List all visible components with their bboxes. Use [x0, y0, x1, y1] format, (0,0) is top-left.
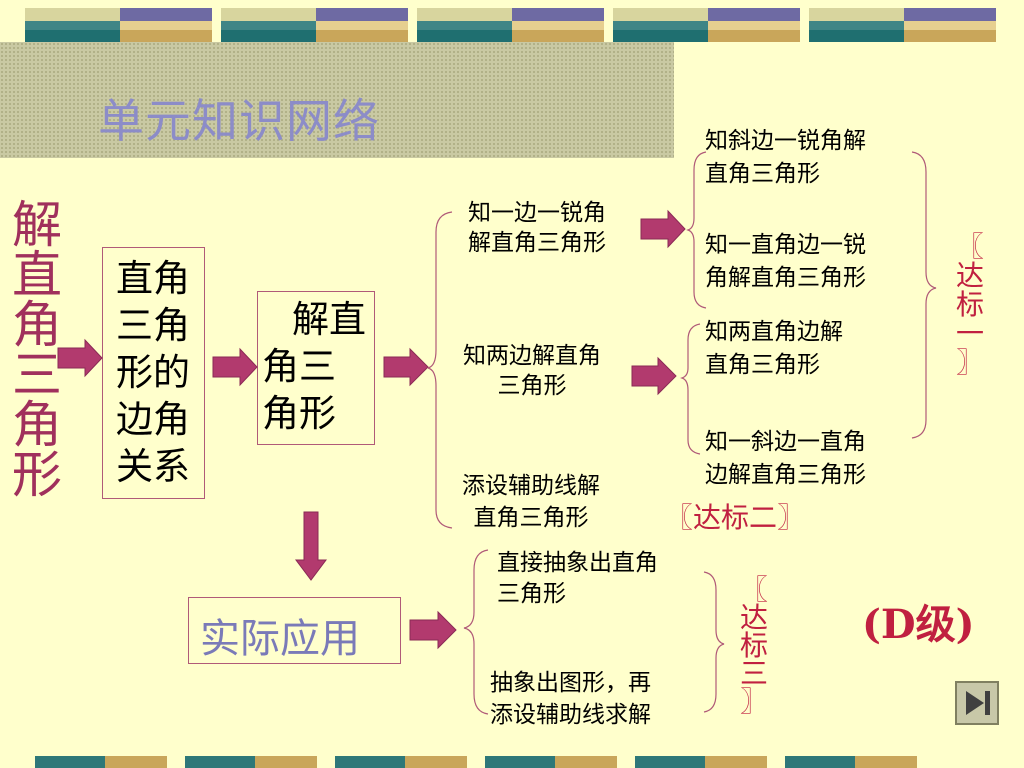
right-arrow-icon	[631, 356, 677, 396]
brace-right-icon	[703, 571, 725, 713]
solve-triangle-box	[257, 291, 375, 445]
app-direct-abstract: 直接抽象出直角 三角形	[497, 550, 658, 607]
box-line: 直角	[116, 257, 190, 300]
vertical-char: 形	[12, 446, 62, 504]
decor-strip	[785, 756, 917, 768]
vertical-char: 解	[12, 196, 62, 254]
solve-triangle-text: 解直 角三 角形	[262, 296, 372, 437]
title-banner	[0, 42, 674, 158]
edge-angle-relation-text: 直角 三角 形的 边角 关系	[106, 255, 200, 490]
edge-angle-relation-box	[102, 247, 205, 499]
app-abstract-aux: 抽象出图形，再 添设辅助线求解	[490, 670, 651, 728]
method-aux-line: 添设辅助线解 直角三角形	[462, 473, 600, 531]
box-line: 角形	[262, 392, 336, 435]
decor-tile	[613, 8, 800, 42]
decor-tile	[809, 8, 996, 42]
decor-tile	[25, 8, 212, 42]
right-arrow-icon	[57, 338, 103, 378]
decor-strip	[485, 756, 617, 768]
case-hypotenuse-acute: 知斜边一锐角解 直角三角形	[705, 128, 866, 187]
vertical-char: 三	[12, 346, 62, 404]
box-line: 形的	[116, 351, 190, 394]
decor-tile	[221, 8, 408, 42]
right-arrow-icon	[409, 610, 457, 650]
box-line: 角三	[262, 345, 336, 388]
page-title: 单元知识网络	[98, 94, 380, 148]
case-leg-acute: 知一直角边一锐 角解直角三角形	[705, 232, 866, 291]
decor-strip	[635, 756, 767, 768]
decor-strip	[335, 756, 467, 768]
box-line: 三角	[116, 304, 190, 347]
decor-strip	[35, 756, 167, 768]
level-two-label: 〖达标二〗	[665, 501, 806, 534]
box-line: 解直	[292, 298, 366, 341]
next-slide-button[interactable]	[955, 681, 999, 725]
case-two-legs: 知两直角边解 直角三角形	[705, 319, 843, 378]
level-three-label: 〖 达 标 三 〗	[739, 573, 768, 718]
decor-tile	[417, 8, 604, 42]
decor-strip	[185, 756, 317, 768]
method-two-sides: 知两边解直角 三角形	[463, 343, 601, 399]
case-hypotenuse-leg: 知一斜边一直角 边解直角三角形	[705, 429, 866, 488]
application-label: 实际应用	[200, 616, 360, 662]
application-box	[188, 597, 401, 664]
play-end-icon	[966, 691, 990, 715]
method-one-side-acute: 知一边一锐角 解直角三角形	[468, 200, 606, 256]
vertical-char: 角	[12, 296, 62, 354]
right-arrow-icon	[640, 209, 686, 249]
brace-right-icon	[911, 151, 937, 439]
grade-label: (D级)	[862, 601, 975, 648]
vertical-char: 角	[12, 396, 62, 454]
brace-left-icon	[463, 549, 489, 715]
vertical-char: 直	[12, 246, 62, 304]
right-arrow-icon	[212, 347, 258, 387]
level-one-label: 〖 达 标 一 〗	[955, 230, 984, 379]
down-arrow-icon	[295, 511, 327, 581]
box-line: 关系	[116, 445, 190, 488]
brace-left-icon	[427, 211, 453, 529]
right-arrow-icon	[383, 347, 429, 387]
topic-vertical-title: 解 直 角 三 角 形	[12, 200, 62, 500]
box-line: 边角	[116, 398, 190, 441]
brace-left-icon	[686, 151, 707, 309]
brace-left-icon	[680, 323, 701, 455]
